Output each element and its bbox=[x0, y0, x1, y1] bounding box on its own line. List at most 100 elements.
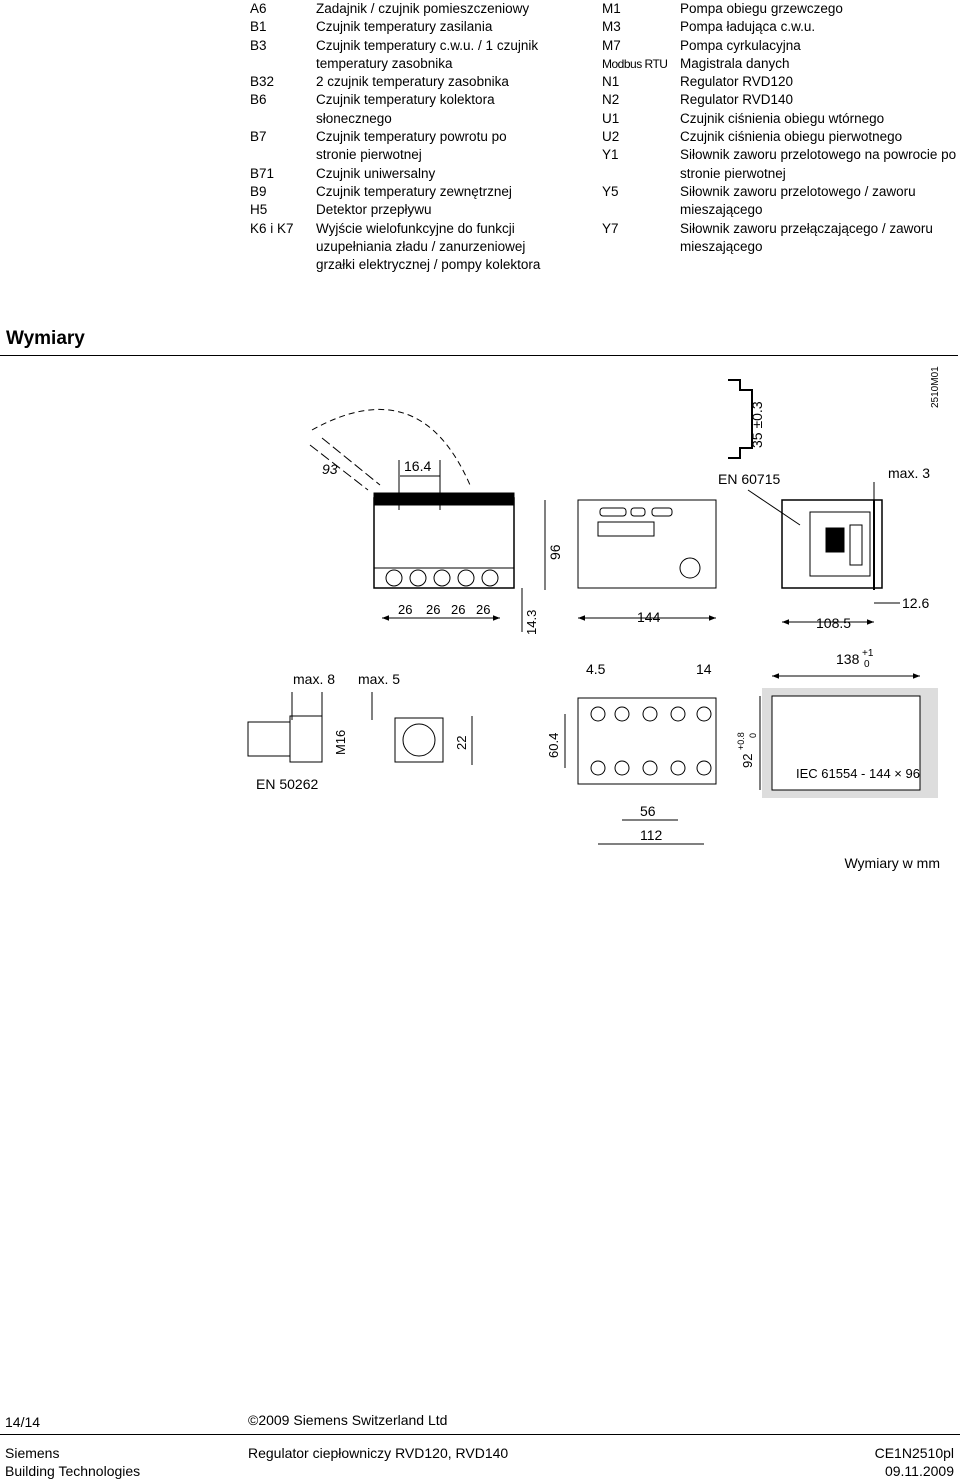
legend-code: Y5 bbox=[602, 183, 619, 199]
label-iec: IEC 61554 - 144 × 96 bbox=[796, 766, 920, 781]
dimensions-note: Wymiary w mm bbox=[844, 855, 940, 871]
dim-12-6: 12.6 bbox=[902, 595, 929, 611]
legend-text: Czujnik ciśnienia obiegu pierwotnego bbox=[680, 129, 903, 145]
legend-text: 2 czujnik temperatury zasobnika bbox=[316, 74, 509, 90]
legend-item: Modbus RTU Magistrala danych bbox=[602, 55, 958, 73]
legend-item: B1 Czujnik temperatury zasilania bbox=[250, 18, 570, 36]
legend-text: Magistrala danych bbox=[680, 55, 790, 71]
hole bbox=[670, 760, 686, 776]
legend-code: M3 bbox=[602, 19, 621, 35]
legend-right: M1 Pompa obiegu grzewczego M3 Pompa ładują… bbox=[602, 0, 958, 256]
mounting-holes-view: 4.5 14 60.4 56 112 bbox=[546, 661, 717, 845]
legend-code: Y1 bbox=[602, 147, 619, 163]
section-divider bbox=[0, 355, 958, 356]
legend-code: B1 bbox=[250, 19, 267, 35]
legend-item: Y5 Siłownik zaworu przelotowego / zaworu … bbox=[602, 183, 932, 220]
legend-text: Pompa ładująca c.w.u. bbox=[680, 19, 816, 35]
legend-text: Pompa obiegu grzewczego bbox=[680, 1, 843, 16]
dim-14: 14 bbox=[696, 661, 712, 677]
legend-text: Regulator RVD120 bbox=[680, 74, 794, 90]
legend-item: M3 Pompa ładująca c.w.u. bbox=[602, 18, 958, 36]
dim-96: 96 bbox=[547, 544, 563, 560]
dim-14-3: 14.3 bbox=[524, 610, 539, 635]
dim-m16: M16 bbox=[333, 730, 348, 755]
legend-text: Czujnik temperatury powrotu po stronie p… bbox=[316, 129, 507, 163]
terminal bbox=[457, 569, 475, 587]
terminal bbox=[385, 569, 403, 587]
front-panel-view: 96 144 bbox=[544, 499, 717, 625]
dim-144: 144 bbox=[637, 609, 661, 625]
dim-max5: max. 5 bbox=[358, 671, 400, 687]
hole bbox=[614, 760, 630, 776]
legend-item: M7 Pompa cyrkulacyjna bbox=[602, 37, 958, 55]
legend-item: B7 Czujnik temperatury powrotu po stronie… bbox=[250, 128, 540, 165]
legend-code: B32 bbox=[250, 74, 275, 90]
legend-code: A6 bbox=[250, 1, 267, 16]
legend-code: B3 bbox=[250, 37, 267, 53]
dim-112: 112 bbox=[640, 827, 663, 843]
legend-code: Modbus RTU bbox=[602, 56, 668, 71]
copyright-icon: © bbox=[248, 1412, 259, 1428]
legend-item: B32 2 czujnik temperatury zasobnika bbox=[250, 73, 570, 91]
cable-gland-detail: max. 8 max. 5 M16 22 EN 50262 bbox=[247, 671, 473, 792]
hole bbox=[642, 706, 658, 722]
din-rail-detail: 35 ±0.3 EN 60715 max. 3 bbox=[718, 379, 930, 526]
legend-text: Zadajnik / czujnik pomieszczeniowy bbox=[316, 1, 530, 16]
dim-92-tol-up: +0.8 bbox=[736, 732, 746, 750]
dim-22: 22 bbox=[454, 736, 469, 750]
hole bbox=[590, 760, 606, 776]
hole bbox=[590, 706, 606, 722]
dim-92: 92 bbox=[740, 754, 755, 768]
doc-date: 09.11.2009 bbox=[884, 1463, 954, 1479]
drawing-code: 2510M01 bbox=[930, 366, 941, 408]
legend-text: Siłownik zaworu przelotowego na powrocie… bbox=[680, 147, 957, 181]
dim-4-5: 4.5 bbox=[586, 661, 606, 677]
legend-code: K6 i K7 bbox=[250, 220, 294, 236]
legend-code: Y7 bbox=[602, 220, 619, 236]
label-en50262: EN 50262 bbox=[256, 776, 318, 792]
front-view: 93 16.4 26 26 26 26 14.3 bbox=[309, 408, 539, 635]
label-en60715: EN 60715 bbox=[718, 471, 780, 487]
hole bbox=[670, 706, 686, 722]
side-view: 108.5 12.6 bbox=[781, 499, 929, 631]
legend-text: Pompa cyrkulacyjna bbox=[680, 37, 801, 53]
legend-code: B6 bbox=[250, 92, 267, 108]
doc-id: CE1N2510pl bbox=[874, 1445, 954, 1461]
dim-16-4: 16.4 bbox=[404, 458, 431, 474]
legend-item: U2 Czujnik ciśnienia obiegu pierwotnego bbox=[602, 128, 958, 146]
legend-text: Czujnik ciśnienia obiegu wtórnego bbox=[680, 110, 885, 126]
hole bbox=[696, 706, 712, 722]
legend-code: U2 bbox=[602, 129, 620, 145]
legend-item: K6 i K7 Wyjście wielofunkcyjne do funkcji… bbox=[250, 220, 562, 275]
terminal bbox=[409, 569, 427, 587]
page-number: 14/14 bbox=[5, 1414, 41, 1430]
footer-divider bbox=[0, 1434, 960, 1435]
legend-text: Siłownik zaworu przelotowego / zaworu mi… bbox=[680, 183, 916, 218]
terminal bbox=[433, 569, 451, 587]
legend-text: Regulator RVD140 bbox=[680, 92, 794, 108]
dim-56: 56 bbox=[640, 803, 656, 819]
dim-138-tol-lo: 0 bbox=[864, 659, 870, 670]
dim-35: 35 ±0.3 bbox=[749, 401, 765, 448]
legend-text: Detektor przepływu bbox=[316, 202, 432, 218]
legend-code: B7 bbox=[250, 129, 267, 145]
legend-code: M1 bbox=[602, 1, 621, 16]
legend-item: M1 Pompa obiegu grzewczego bbox=[602, 0, 958, 18]
copyright-text: 2009 Siemens Switzerland Ltd bbox=[258, 1412, 448, 1428]
dim-138-tol-up: +1 bbox=[862, 648, 874, 659]
legend-text: Czujnik temperatury zasilania bbox=[316, 19, 493, 35]
dim-max8: max. 8 bbox=[293, 671, 335, 687]
legend-code: M7 bbox=[602, 37, 621, 53]
dim-26: 26 bbox=[398, 602, 412, 617]
legend-text: Wyjście wielofunkcyjne do funkcji uzupeł… bbox=[316, 220, 541, 273]
dim-60-4: 60.4 bbox=[546, 733, 561, 758]
copyright: ©2009 Siemens Switzerland Ltd bbox=[248, 1412, 447, 1428]
